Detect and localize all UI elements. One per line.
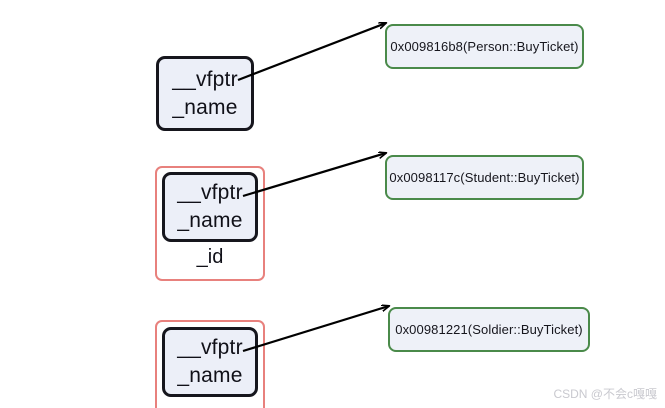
student-member-vfptr: __vfptr: [177, 181, 243, 205]
vtable-entry-soldier-label: 0x00981221(Soldier::BuyTicket): [395, 322, 583, 337]
vtable-entry-soldier: 0x00981221(Soldier::BuyTicket): [388, 307, 590, 352]
person-member-vfptr: __vfptr: [172, 67, 238, 91]
vtable-entry-student: 0x0098117c(Student::BuyTicket): [385, 155, 584, 200]
student-member-name: _name: [177, 209, 243, 232]
student-vfptr-box: __vfptr _name: [162, 172, 258, 242]
person-member-name: _name: [172, 95, 238, 119]
soldier-vfptr-box: __vfptr _name: [162, 327, 258, 397]
person-vfptr-box: __vfptr _name: [156, 56, 254, 131]
vtable-entry-person-label: 0x009816b8(Person::BuyTicket): [390, 39, 579, 54]
soldier-member-vfptr: __vfptr: [177, 336, 243, 360]
object-person: __vfptr _name: [156, 56, 254, 131]
arrow-person-to-vtable: [237, 23, 386, 82]
csdn-watermark: CSDN @不会c嘎嘎: [553, 387, 657, 401]
vtable-entry-person: 0x009816b8(Person::BuyTicket): [385, 24, 584, 69]
soldier-member-name: _name: [177, 364, 243, 387]
student-member-id: _id: [196, 246, 224, 268]
vtable-entry-student-label: 0x0098117c(Student::BuyTicket): [389, 170, 580, 185]
